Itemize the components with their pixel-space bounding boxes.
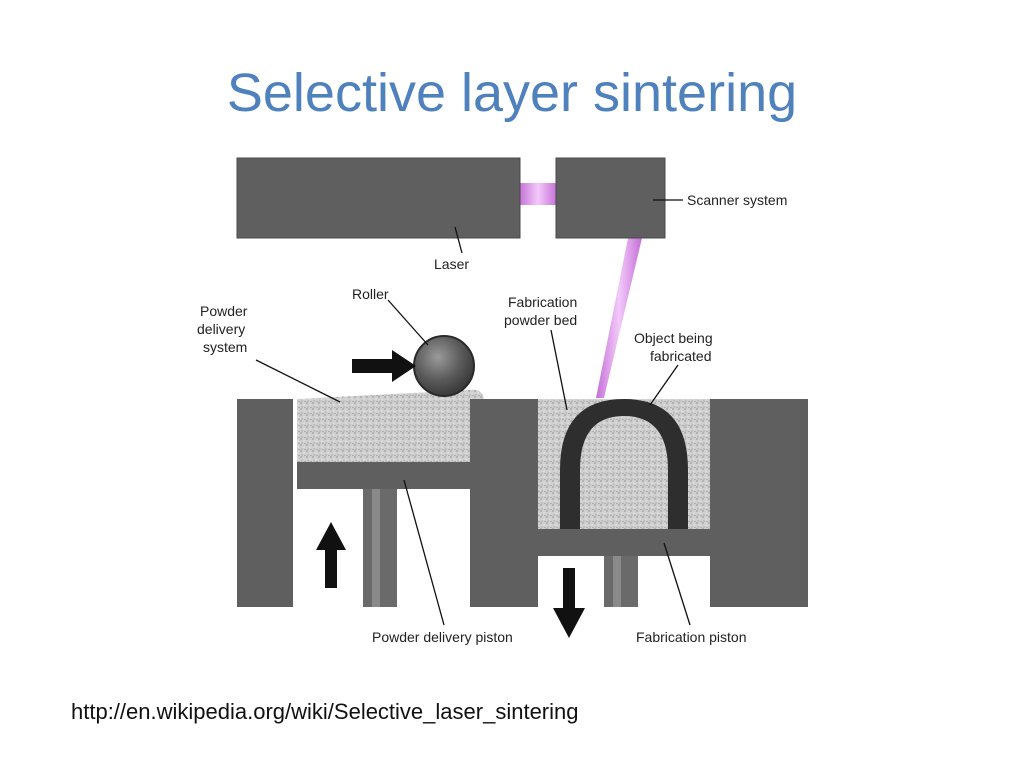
label-powder-delivery-system-line3: system xyxy=(203,339,247,355)
laser-box xyxy=(236,157,521,239)
label-object-being-fabricated-line2: fabricated xyxy=(650,348,711,364)
middle-wall xyxy=(470,399,538,607)
fabricated-object xyxy=(560,399,688,529)
left-wall xyxy=(237,399,293,607)
label-fabrication-powder-bed-line2: powder bed xyxy=(504,312,577,328)
source-url: http://en.wikipedia.org/wiki/Selective_l… xyxy=(71,699,579,724)
powder-piston-up-arrow xyxy=(316,522,346,588)
right-wall xyxy=(710,399,808,607)
roller-motion-arrow xyxy=(352,350,416,382)
label-laser: Laser xyxy=(434,256,469,272)
label-object-being-fabricated-line1: Object being xyxy=(634,330,713,346)
label-fabrication-powder-bed-line1: Fabrication xyxy=(508,294,577,310)
label-powder-delivery-system-line2: delivery xyxy=(197,321,245,337)
label-powder-delivery-piston: Powder delivery piston xyxy=(372,629,513,645)
fabrication-piston-plate xyxy=(538,529,710,556)
fabrication-piston-down-arrow xyxy=(553,568,585,638)
roller xyxy=(413,335,475,397)
label-scanner-system: Scanner system xyxy=(687,192,787,208)
label-roller: Roller xyxy=(352,286,389,302)
label-fabrication-piston: Fabrication piston xyxy=(636,629,747,645)
slide-title: Selective layer sintering xyxy=(226,63,798,123)
powder-piston-plate xyxy=(297,462,470,489)
label-powder-delivery-system-line1: Powder xyxy=(200,303,248,319)
laser-beam-diagonal xyxy=(596,238,642,398)
scanner-box xyxy=(555,157,666,239)
laser-beam-horizontal xyxy=(519,183,557,205)
